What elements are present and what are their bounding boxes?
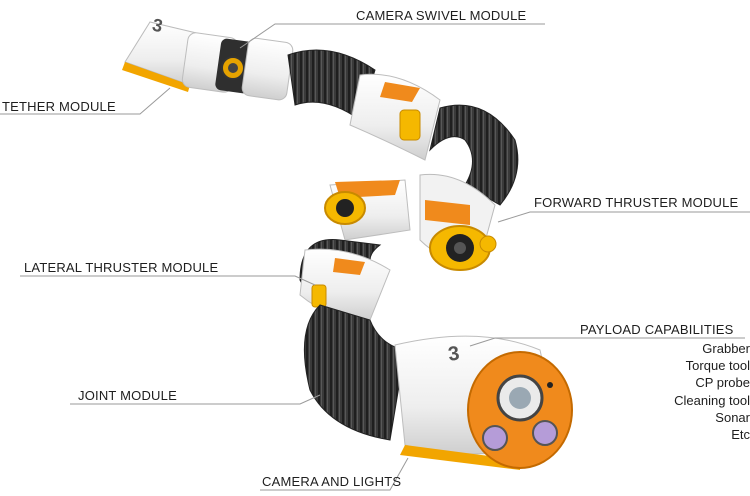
upper-white-module xyxy=(349,73,441,161)
lateral-thruster-module xyxy=(324,179,411,241)
leader-camera-lights xyxy=(260,457,409,491)
label-payload-capabilities: PAYLOAD CAPABILITIES xyxy=(580,322,734,337)
payload-item: CP probe xyxy=(695,375,750,391)
payload-item: Torque tool xyxy=(685,358,750,374)
payload-item: Etc xyxy=(731,427,750,443)
label-lateral-thruster-module: LATERAL THRUSTER MODULE xyxy=(24,260,219,275)
label-forward-thruster-module: FORWARD THRUSTER MODULE xyxy=(534,195,739,210)
middle-white-module xyxy=(299,248,391,321)
joint-bellows-4 xyxy=(303,304,406,441)
camera-swivel-module xyxy=(215,37,294,101)
leader-joint xyxy=(70,394,321,405)
payload-list: Grabber Torque tool CP probe Cleaning to… xyxy=(590,340,750,443)
leader-payload xyxy=(469,337,745,347)
label-tether-module: TETHER MODULE xyxy=(2,99,116,114)
forward-thruster-module xyxy=(419,173,497,271)
payload-item: Sonar xyxy=(715,409,750,425)
leader-camera-swivel xyxy=(239,23,545,49)
leader-forward-thruster xyxy=(497,211,750,223)
module-number-rear: 3 xyxy=(151,15,165,37)
label-camera-swivel-module: CAMERA SWIVEL MODULE xyxy=(356,8,527,23)
module-number-front: 3 xyxy=(447,343,461,366)
label-camera-and-lights: CAMERA AND LIGHTS xyxy=(262,474,402,489)
label-joint-module: JOINT MODULE xyxy=(78,388,177,403)
front-camera-module xyxy=(394,335,573,470)
leader-lateral-thruster xyxy=(20,275,316,286)
leader-tether xyxy=(0,87,171,115)
leader-lines xyxy=(0,23,750,491)
payload-item: Cleaning tool xyxy=(674,392,750,408)
payload-item: Grabber xyxy=(702,341,750,356)
joint-bellows-2 xyxy=(429,104,519,206)
